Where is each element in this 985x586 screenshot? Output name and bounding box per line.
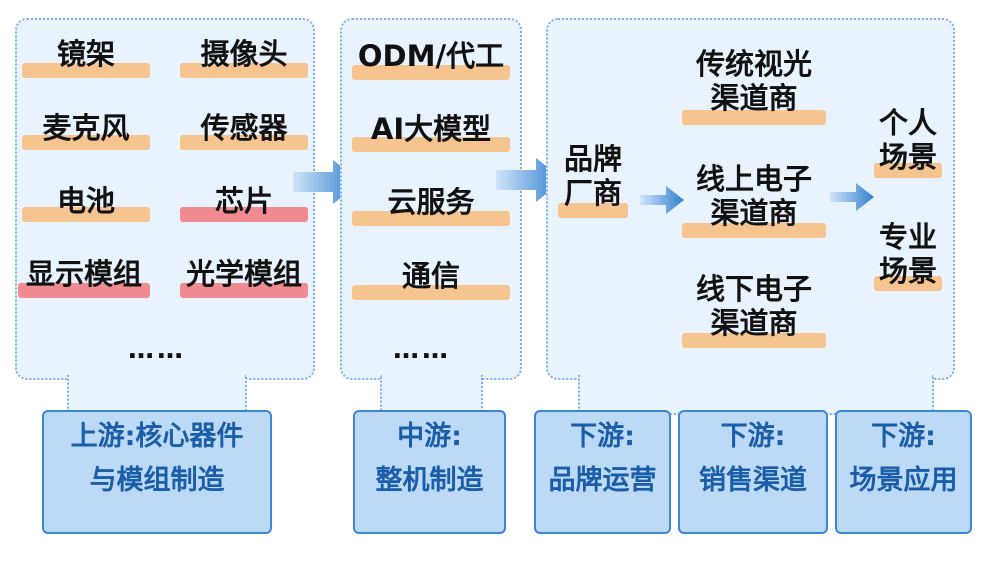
midstream-item: 云服务 <box>387 185 475 219</box>
flow-arrow-icon <box>640 186 684 214</box>
highlight-bar <box>682 333 826 348</box>
upstream-item: 麦克风 <box>42 111 130 145</box>
brand-line: 厂商 <box>563 176 622 210</box>
upstream-panel-neck <box>67 375 247 415</box>
midstream-ellipsis: …… <box>393 335 451 365</box>
upstream-ellipsis: …… <box>128 335 186 365</box>
downstream-caption-scene: 下游: 场景应用 <box>835 410 972 534</box>
highlight-bar <box>352 137 510 152</box>
upstream-item: 光学模组 <box>185 257 302 291</box>
highlight-bar <box>22 63 150 78</box>
highlight-bar <box>558 203 628 218</box>
caption-line: 整机制造 <box>375 465 484 496</box>
midstream-item: AI大模型 <box>370 112 492 146</box>
caption-line: 上游:核心器件 <box>70 421 244 452</box>
caption-line: 下游: <box>570 421 635 452</box>
upstream-item: 电池 <box>56 184 115 218</box>
downstream-panel <box>546 18 955 380</box>
highlight-bar <box>352 65 510 80</box>
upstream-item: 镜架 <box>56 37 115 71</box>
upstream-item: 传感器 <box>200 111 288 145</box>
scene-line: 个人 <box>878 106 937 140</box>
midstream-item: ODM/代工 <box>357 39 505 73</box>
caption-line: 下游: <box>871 421 936 452</box>
caption-line: 品牌运营 <box>548 465 657 496</box>
scene-label: 专业 场景 <box>868 220 948 288</box>
scene-line: 场景 <box>878 254 937 288</box>
scene-label: 个人 场景 <box>868 106 948 174</box>
highlight-bar <box>22 135 150 150</box>
channel-label: 传统视光 渠道商 <box>672 47 836 115</box>
caption-line: 下游: <box>720 421 786 452</box>
highlight-bar <box>18 283 150 298</box>
channel-line: 渠道商 <box>710 196 798 230</box>
scene-line: 场景 <box>878 140 937 174</box>
flow-arrow-icon <box>830 183 874 211</box>
midstream-caption: 中游: 整机制造 <box>353 410 506 534</box>
channel-line: 线上电子 <box>695 162 812 196</box>
midstream-item: 通信 <box>401 259 460 293</box>
highlight-bar <box>180 135 308 150</box>
channel-line: 渠道商 <box>710 81 798 115</box>
highlight-bar <box>874 276 942 291</box>
highlight-bar <box>682 110 826 125</box>
highlight-bar <box>180 207 308 222</box>
highlight-bar <box>682 223 826 238</box>
channel-line: 线下电子 <box>695 272 812 306</box>
upstream-item: 芯片 <box>214 184 273 218</box>
channel-line: 传统视光 <box>695 47 812 81</box>
highlight-bar <box>352 211 510 226</box>
highlight-bar <box>22 207 150 222</box>
downstream-panel-neck <box>578 375 934 415</box>
caption-line: 中游: <box>397 421 462 452</box>
highlight-bar <box>180 283 308 298</box>
brand-label: 品牌 厂商 <box>553 142 633 210</box>
channel-label: 线上电子 渠道商 <box>672 162 836 230</box>
scene-line: 专业 <box>878 220 937 254</box>
highlight-bar <box>180 63 308 78</box>
channel-line: 渠道商 <box>710 306 798 340</box>
caption-line: 销售渠道 <box>699 465 807 496</box>
upstream-item: 显示模组 <box>25 257 142 291</box>
caption-line: 场景应用 <box>849 465 958 496</box>
caption-line: 与模组制造 <box>89 465 225 496</box>
highlight-bar <box>874 163 942 178</box>
upstream-caption: 上游:核心器件 与模组制造 <box>42 410 272 534</box>
channel-label: 线下电子 渠道商 <box>672 272 836 340</box>
downstream-caption-brand: 下游: 品牌运营 <box>534 410 671 534</box>
midstream-panel-neck <box>380 375 483 415</box>
upstream-panel <box>15 18 315 380</box>
upstream-item: 摄像头 <box>200 37 288 71</box>
brand-line: 品牌 <box>563 142 622 176</box>
downstream-caption-channel: 下游: 销售渠道 <box>678 410 828 534</box>
highlight-bar <box>352 285 510 300</box>
